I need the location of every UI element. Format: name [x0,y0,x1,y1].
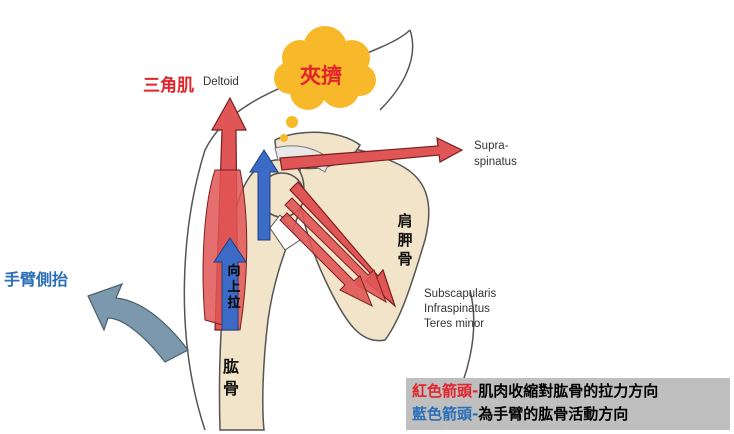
impingement-cloud [274,26,376,142]
legend-red-row: 紅色箭頭-肌肉收縮對肱骨的拉力方向 [412,380,724,403]
supraspinatus-arrow [279,136,464,171]
legend-blue-key: 藍色箭頭- [412,405,479,423]
pull-up-label: 向上拉 [227,264,241,311]
legend-box: 紅色箭頭-肌肉收縮對肱骨的拉力方向 藍色箭頭-為手臂的肱骨活動方向 [406,378,730,430]
scapula-label: 肩胛骨 [397,212,413,268]
infraspinatus-label: Infraspinatus [424,303,490,315]
humerus-pull-arrow-lower [213,237,247,331]
subscapularis-label: Subscapularis [424,288,497,300]
teres-minor-label: Teres minor [424,318,485,330]
humerus-pull-arrow-upper [249,149,279,241]
legend-red-key: 紅色箭頭- [412,382,479,400]
deltoid-label-cn: 三角肌 [143,76,194,96]
humerus-label: 肱骨 [222,357,239,398]
legend-blue-row: 藍色箭頭-為手臂的肱骨活動方向 [412,403,724,426]
legend-blue-text: 為手臂的肱骨活動方向 [478,405,629,423]
arm-abduction-label: 手臂側抬 [4,270,69,289]
neck-outline [379,29,414,111]
supraspinatus-label-2: spinatus [474,156,517,168]
supraspinatus-label-1: Supra- [474,140,509,152]
legend-red-text: 肌肉收縮對肱骨的拉力方向 [478,382,659,400]
deltoid-label-en: Deltoid [203,76,239,88]
arm-abduction-arrow [87,282,189,363]
teres-minor-arrow [279,212,373,308]
impingement-label: 夾擠 [300,64,342,88]
